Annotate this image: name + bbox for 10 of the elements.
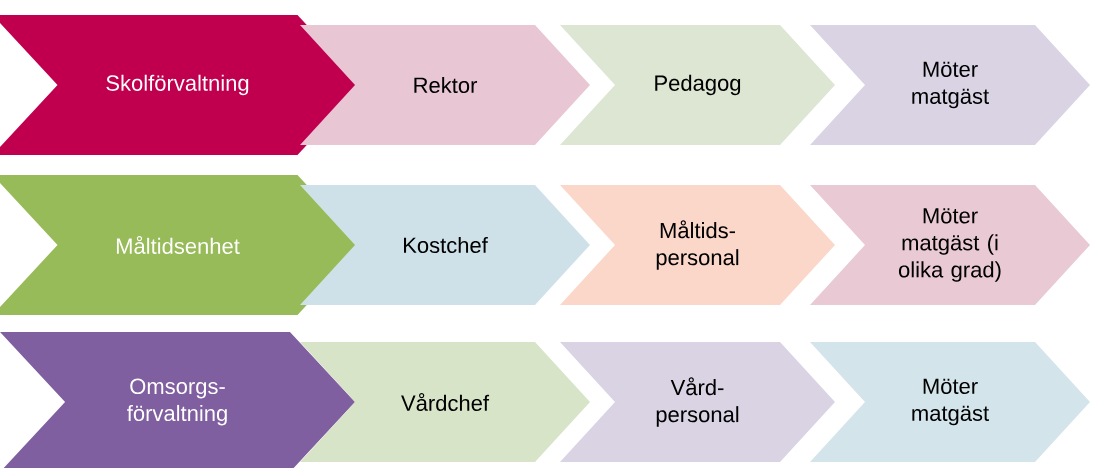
process-step: Vård-personal: [560, 342, 835, 462]
process-step: Möter matgäst (i olika grad): [810, 185, 1090, 305]
process-step: Pedagog: [560, 25, 835, 145]
process-step: Måltids-personal: [560, 185, 835, 305]
process-step: Vårdchef: [300, 342, 590, 462]
process-step: Kostchef: [300, 185, 590, 305]
process-step: Omsorgs-förvaltning: [0, 332, 355, 468]
process-step: Möter matgäst: [810, 25, 1090, 145]
process-step: Möter matgäst: [810, 342, 1090, 462]
process-step: Rektor: [300, 25, 590, 145]
